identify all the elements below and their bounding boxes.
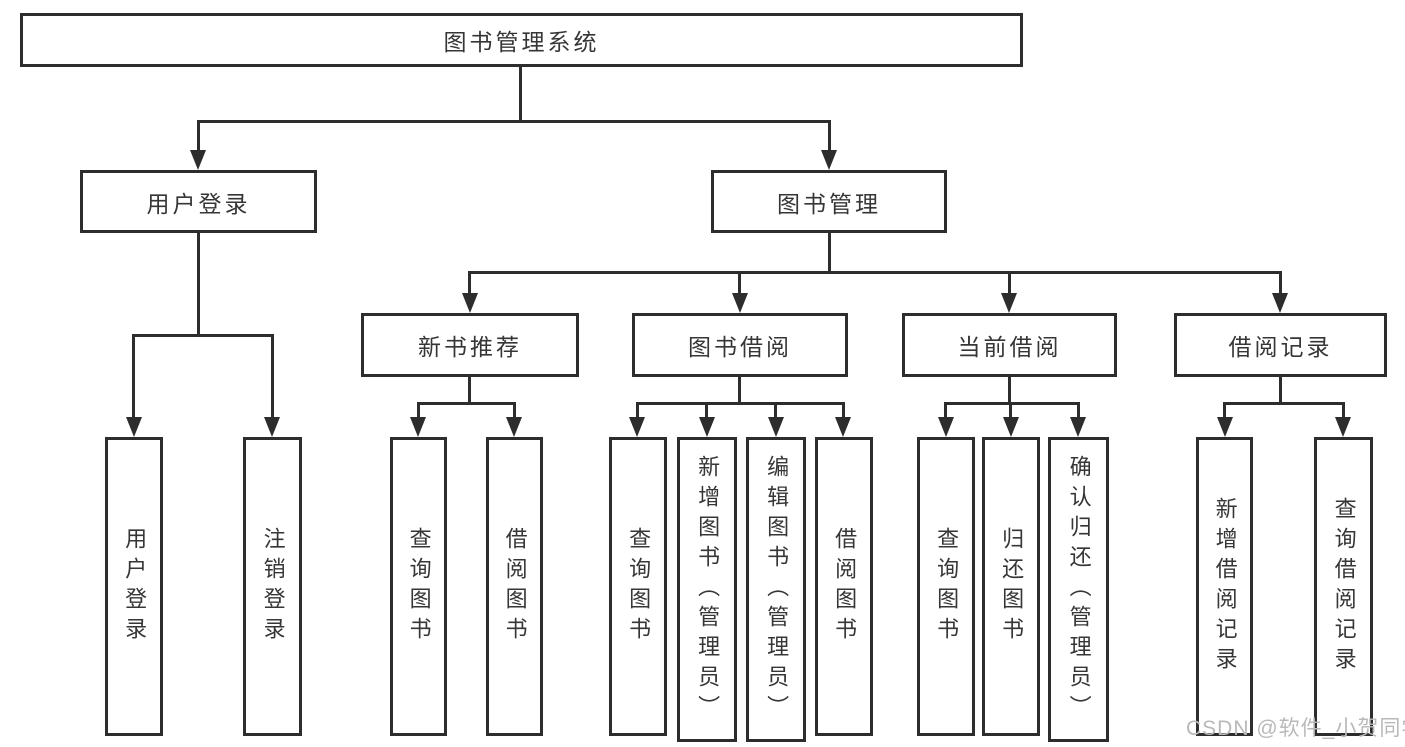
arrowhead-borrowing xyxy=(732,293,748,313)
arrowhead-return-book xyxy=(1003,417,1019,437)
connector-bookmgmt-rail xyxy=(468,271,1282,274)
leaf-query-books-borrow-label: 查询图书 xyxy=(626,526,652,647)
connector-drop-leaf-logout xyxy=(271,334,274,418)
node-new-book-recommendation: 新书推荐 xyxy=(361,313,579,377)
node-book-management: 图书管理 xyxy=(711,170,947,233)
arrowhead-borrow-recommend xyxy=(506,417,522,437)
leaf-logout-label: 注销登录 xyxy=(260,526,286,647)
arrowhead-borrow-book xyxy=(835,417,851,437)
arrowhead-query-current xyxy=(938,417,954,437)
connector-recommend-rail xyxy=(417,402,516,405)
arrowhead-add-book xyxy=(699,417,715,437)
connector-current-rail xyxy=(944,402,1080,405)
node-book-borrowing: 图书借阅 xyxy=(632,313,848,377)
connector-records-stem xyxy=(1279,376,1282,404)
connector-borrowing-stem xyxy=(738,376,741,404)
leaf-add-borrow-record: 新增借阅记录 xyxy=(1196,437,1253,736)
node-user-login-label: 用户登录 xyxy=(146,190,251,217)
node-borrowing-records: 借阅记录 xyxy=(1174,313,1387,377)
node-library-system-label: 图书管理系统 xyxy=(443,29,600,55)
node-borrowing-records-label: 借阅记录 xyxy=(1228,334,1333,360)
node-book-borrowing-label: 图书借阅 xyxy=(688,334,792,360)
connector-records-rail xyxy=(1223,402,1345,405)
leaf-edit-book-admin-label: 编辑图书（管理员） xyxy=(764,454,790,725)
leaf-add-book-admin-label: 新增图书（管理员） xyxy=(695,454,721,725)
arrowhead-query-recommend xyxy=(410,417,426,437)
leaf-confirm-return-admin: 确认归还（管理员） xyxy=(1048,437,1109,742)
node-current-borrowing-label: 当前借阅 xyxy=(957,334,1062,360)
arrowhead-leaf-logout xyxy=(264,417,280,437)
connector-drop-book-management xyxy=(828,120,831,151)
leaf-confirm-return-admin-label: 确认归还（管理员） xyxy=(1066,454,1092,725)
connector-drop-confirm-return xyxy=(1077,402,1080,419)
leaf-edit-book-admin: 编辑图书（管理员） xyxy=(746,437,806,742)
node-current-borrowing: 当前借阅 xyxy=(902,313,1117,377)
connector-drop-records xyxy=(1279,271,1282,295)
arrowhead-book-management xyxy=(821,150,837,170)
connector-drop-return-book xyxy=(1009,402,1012,419)
leaf-user-login: 用户登录 xyxy=(105,437,163,736)
arrowhead-recommend xyxy=(462,293,478,313)
leaf-add-book-admin: 新增图书（管理员） xyxy=(677,437,737,742)
leaf-query-borrow-record-label: 查询借阅记录 xyxy=(1331,496,1357,677)
arrowhead-leaf-user-login xyxy=(126,417,142,437)
leaf-borrow-books-borrow: 借阅图书 xyxy=(815,437,873,736)
connector-current-stem xyxy=(1008,376,1011,404)
leaf-return-books: 归还图书 xyxy=(982,437,1040,736)
connector-drop-query-borrow xyxy=(636,402,639,419)
leaf-query-books-current: 查询图书 xyxy=(917,437,975,736)
node-library-system: 图书管理系统 xyxy=(20,13,1023,67)
connector-drop-add-record xyxy=(1223,402,1226,419)
connector-drop-edit-book xyxy=(774,402,777,419)
leaf-user-login-label: 用户登录 xyxy=(122,526,148,647)
arrowhead-confirm-return xyxy=(1070,417,1086,437)
leaf-borrow-books-recommend-label: 借阅图书 xyxy=(502,526,528,647)
connector-drop-recommend xyxy=(468,271,471,295)
arrowhead-query-record xyxy=(1335,417,1351,437)
arrowhead-records xyxy=(1272,293,1288,313)
connector-root-stem xyxy=(519,66,522,123)
node-new-book-recommendation-label: 新书推荐 xyxy=(418,334,522,360)
connector-drop-borrowing xyxy=(738,271,741,295)
connector-userlogin-stem xyxy=(197,232,200,337)
leaf-query-books-recommend-label: 查询图书 xyxy=(406,526,432,647)
connector-recommend-stem xyxy=(468,376,471,404)
connector-drop-query-recommend xyxy=(417,402,420,419)
leaf-query-borrow-record: 查询借阅记录 xyxy=(1314,437,1373,736)
connector-drop-leaf-user-login xyxy=(132,334,135,418)
connector-drop-borrow-recommend xyxy=(513,402,516,419)
leaf-query-books-current-label: 查询图书 xyxy=(934,526,960,647)
connector-drop-user-login xyxy=(197,120,200,151)
connector-drop-current xyxy=(1008,271,1011,295)
leaf-borrow-books-recommend: 借阅图书 xyxy=(486,437,543,736)
node-user-login: 用户登录 xyxy=(80,170,317,233)
leaf-query-books-recommend: 查询图书 xyxy=(390,437,447,736)
arrowhead-query-borrow xyxy=(629,417,645,437)
arrowhead-edit-book xyxy=(768,417,784,437)
leaf-query-books-borrow: 查询图书 xyxy=(609,437,667,736)
arrowhead-add-record xyxy=(1217,417,1233,437)
connector-drop-query-record xyxy=(1342,402,1345,419)
connector-drop-borrow-book xyxy=(842,402,845,419)
leaf-borrow-books-borrow-label: 借阅图书 xyxy=(832,526,858,647)
leaf-add-borrow-record-label: 新增借阅记录 xyxy=(1212,496,1238,677)
leaf-return-books-label: 归还图书 xyxy=(999,526,1025,647)
connector-userlogin-rail xyxy=(132,334,274,337)
arrowhead-current xyxy=(1001,293,1017,313)
connector-bookmgmt-stem xyxy=(828,232,831,273)
arrowhead-user-login xyxy=(190,150,206,170)
leaf-logout: 注销登录 xyxy=(243,437,302,736)
csdn-watermark: CSDN @软件_小贺同学 xyxy=(1186,717,1405,740)
connector-root-rail xyxy=(197,120,831,123)
connector-drop-add-book xyxy=(705,402,708,419)
node-book-management-label: 图书管理 xyxy=(777,190,881,217)
connector-drop-query-current xyxy=(944,402,947,419)
connector-borrowing-rail xyxy=(636,402,845,405)
